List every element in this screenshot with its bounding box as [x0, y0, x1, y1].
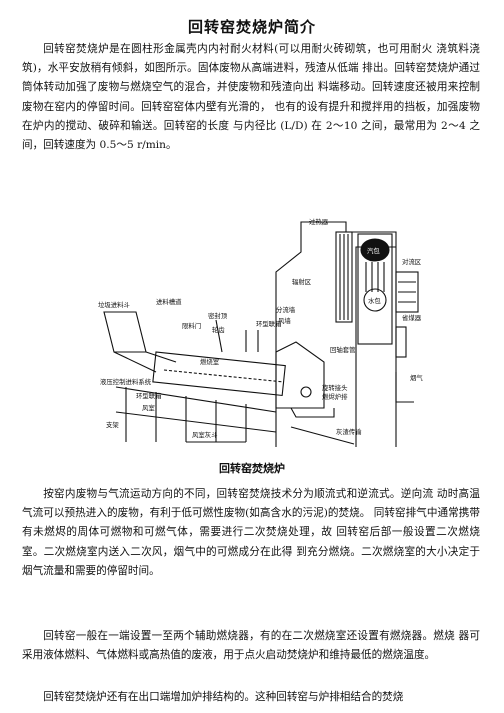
label-feed-hopper: 垃圾进料斗: [98, 300, 131, 309]
label-gear-teeth: 轮齿: [212, 325, 225, 334]
label-economizer: 省煤器: [402, 313, 422, 322]
label-burnout-grate: 燃烬炉排: [322, 392, 348, 401]
label-flue-gas: 烟气: [410, 373, 423, 382]
intro-paragraph: 回转窑焚烧炉是在圆柱形金属壳内内衬耐火材料(可以用耐火砖砌筑，也可用耐火 浇筑料…: [22, 43, 480, 152]
label-steam-drum: 汽包: [367, 246, 380, 255]
label-return-sleeve: 回轴套管: [330, 345, 356, 354]
label-combustion-chamber: 燃烧室: [200, 357, 220, 366]
label-divider-wall: 分流墙: [276, 305, 296, 314]
label-feed-chute: 进料槽道: [156, 297, 182, 306]
label-water-drum: 水包: [368, 296, 381, 305]
label-windbox-ash-hopper: 风室灰斗: [192, 430, 218, 439]
kiln-assembly: [103, 311, 355, 445]
figure-caption: 回转窑焚烧炉: [219, 462, 285, 475]
label-radiation-zone: 辐射区: [292, 277, 312, 286]
label-rotary-joint: 旋转接头: [322, 383, 348, 392]
label-ash-conveyor: 灰渣传输: [336, 427, 362, 436]
label-limit-gate: 限料门: [182, 321, 201, 330]
burner-paragraph: 回转窑一般在一端设置一至两个辅助燃烧器，有的在二次燃烧室还设置有燃烧器。燃烧 器…: [22, 630, 480, 662]
label-wind-room: 风室: [142, 403, 155, 412]
label-ring-header-2: 环型联箱: [136, 391, 162, 400]
label-seal-top: 密封顶: [208, 311, 228, 320]
document-title: 回转窑焚烧炉简介: [187, 18, 316, 36]
rotary-kiln-diagram: 过热器 汽包 水包 对流区 省煤器 辐射区 烟气 垃圾进料斗 进料槽道 限料门 …: [98, 217, 423, 447]
label-wind-wall: 风墙: [278, 316, 291, 325]
grate-paragraph: 回转窑焚烧炉还有在出口端增加炉排结构的。这种回转窑与炉排相结合的焚烧: [43, 691, 404, 703]
label-superheater: 过热器: [309, 217, 329, 226]
label-hydraulic-feed: 液压控制进料系统: [100, 377, 152, 386]
label-ring-header: 环型联箱: [256, 319, 282, 328]
flow-direction-paragraph: 按窑内废物与气流运动方向的不同，回转窑焚烧技术分为顺流式和逆流式。逆向流 动时高…: [22, 488, 480, 577]
label-convection-zone: 对流区: [402, 257, 422, 266]
label-support: 支架: [106, 420, 119, 429]
boiler-tower: [275, 221, 419, 447]
